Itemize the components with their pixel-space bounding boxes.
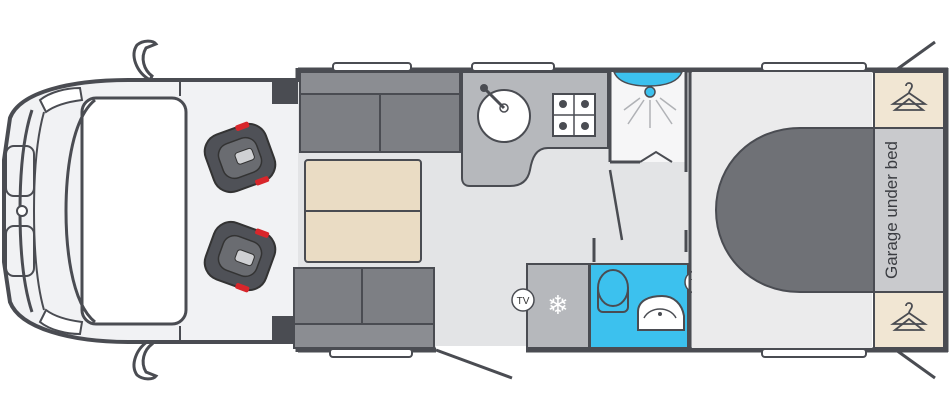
entrance-door[interactable] [435,348,513,380]
front-handle-top [5,145,35,197]
island-bed [714,127,875,293]
bedroom: Garage under bed [688,70,945,349]
sofa-bottom-seat-left [293,267,363,325]
washroom-door[interactable] [608,169,624,241]
shower-head [644,86,656,98]
driver-seat [203,121,277,194]
tap-base [480,84,488,92]
headlight-top [38,86,84,114]
hanger-icon [890,82,928,111]
hanger-icon [890,302,928,331]
sofa-bottom-seat-right [361,267,435,325]
toilet-bowl [597,269,629,307]
garage-label: Garage under bed [882,141,901,279]
lounge [293,71,461,349]
window-lounge-bottom [329,348,413,358]
sink [477,89,531,143]
shower [608,70,688,164]
burner [559,122,567,130]
sofa-top-seat-right [379,93,461,153]
window-lounge-top [332,62,412,72]
sofa-bottom-back [293,323,435,349]
fridge: ❄ [526,263,590,349]
sofa-top-back [299,71,461,95]
tv-label: TV [517,296,530,307]
dashboard [80,96,188,326]
garage-area [873,127,945,293]
front-badge [16,205,28,217]
passenger-seat [203,220,277,293]
burner [581,100,589,108]
window-kitchen-top [471,62,555,72]
shower-door[interactable] [639,150,673,163]
tap [482,86,506,110]
shower-tray [612,71,684,87]
front-handle-bottom [5,225,35,277]
rear-strut-top [895,40,936,72]
kitchen [461,71,609,187]
grille [32,111,45,311]
dash-curve [64,98,96,324]
window-bedroom-top [761,62,867,72]
burner [559,100,567,108]
tv-badge-kitchen: TV [511,288,535,312]
window-bedroom-bottom [761,348,867,358]
door-gap [436,346,526,356]
headlight-bottom [38,308,84,336]
burner [581,122,589,130]
sofa-top-seat-left [299,93,381,153]
mirror-top [132,39,159,83]
rear-strut-bottom [895,348,936,380]
mirror-bottom [132,337,159,381]
snowflake-icon: ❄ [547,291,569,321]
door-post-top [272,80,298,104]
shower-spray [623,97,677,128]
cab [2,39,298,381]
